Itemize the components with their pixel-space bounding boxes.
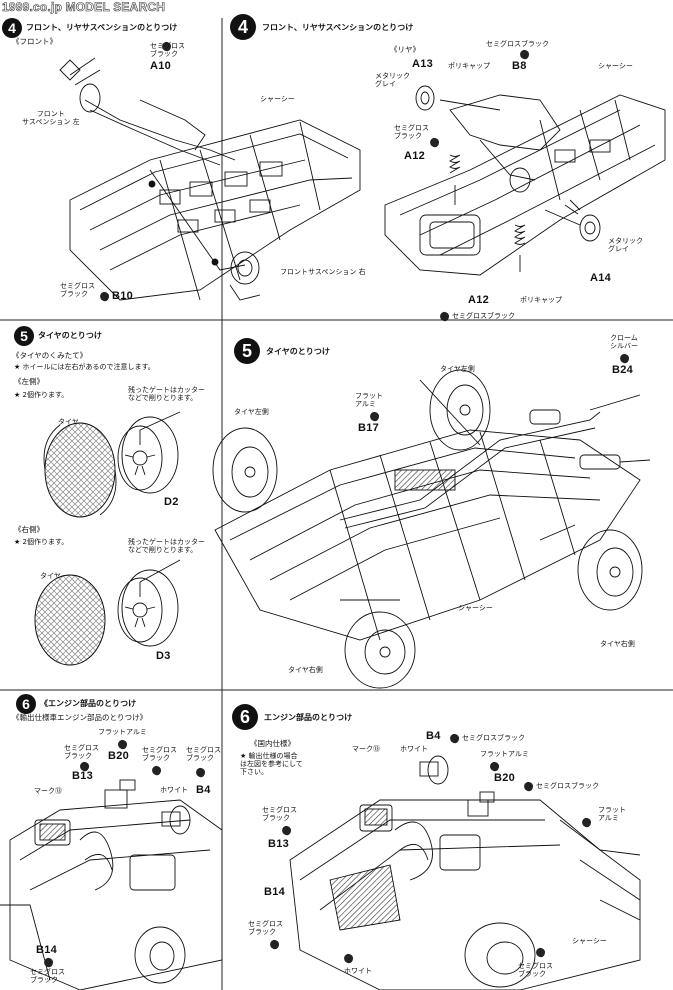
- tire-label-1: タイヤ: [58, 418, 79, 426]
- part-a12-bottom: A12: [468, 294, 490, 306]
- part-d2: D2: [164, 496, 179, 508]
- paint-semi-gloss-black-b4: セミグロスブラック: [462, 734, 525, 742]
- watermark-logo: 1999.co.jp MODEL SEARCH: [2, 0, 166, 14]
- part-b20-export: B20: [108, 750, 130, 762]
- polycap-bottom-label: ポリキャップ: [520, 296, 562, 304]
- paint-semi-gloss-black-3: セミグロス ブラック: [186, 746, 221, 762]
- right-qty-note: ★ 2個作ります。: [14, 538, 69, 546]
- step-4-rear-title: フロント、リヤサスペンションのとりつけ: [262, 23, 414, 32]
- left-qty-note: ★ 2個作ります。: [14, 391, 69, 399]
- front-susp-right-label: フロントサスペンション 右: [280, 268, 366, 276]
- chassis-label-rear: シャーシー: [598, 62, 633, 70]
- rear-chassis-drawing: [384, 85, 666, 276]
- paint-semi-gloss-black-b14: セミグロス ブラック: [248, 920, 283, 936]
- chassis-label-step6: シャーシー: [572, 937, 607, 945]
- part-b4-domestic: B4: [426, 730, 441, 742]
- rear-section-label: 《リヤ》: [390, 45, 420, 54]
- export-reference-note: ★ 輸出仕様の場合 は左図を参考にして 下さい。: [240, 752, 303, 776]
- paint-semi-gloss-black-bottom: セミグロス ブラック: [518, 962, 553, 978]
- step-4-front-number: 4: [2, 18, 22, 38]
- step-6-left-number: 6: [16, 694, 36, 714]
- step-6-right-title: エンジン部品のとりつけ: [264, 713, 353, 722]
- part-b10: B10: [112, 290, 134, 302]
- part-b8: B8: [512, 60, 527, 72]
- chassis-with-wheels-drawing: [212, 369, 651, 689]
- paint-semi-gloss-black-top: セミグロス ブラック: [150, 42, 185, 58]
- part-a14: A14: [590, 272, 612, 284]
- tire-right-front-label: タイヤ右側: [288, 666, 323, 674]
- paint-flat-aluminum: フラット アルミ: [355, 392, 383, 408]
- front-chassis-drawing: [59, 57, 361, 301]
- step-6-left-title: 《エンジン部品のとりつけ: [40, 699, 137, 708]
- gate-note-1: 残ったゲートはカッター などで削りとります。: [128, 386, 205, 402]
- part-b13-domestic: B13: [268, 838, 290, 850]
- gate-note-2: 残ったゲートはカッター などで削りとります。: [128, 538, 205, 554]
- export-engine-section: 《輸出仕様車エンジン部品のとりつけ》: [12, 713, 148, 722]
- step-5-right-number: 5: [234, 338, 260, 364]
- paint-semi-gloss-black-1: セミグロス ブラック: [64, 744, 99, 760]
- paint-semi-gloss-black-rear-bottom: セミグロスブラック: [452, 312, 515, 320]
- step-6-right-number: 6: [232, 704, 258, 730]
- part-b20-domestic: B20: [494, 772, 516, 784]
- paint-flat-aluminum-2: フラット アルミ: [598, 806, 626, 822]
- step-4-rear-number: 4: [230, 14, 256, 40]
- wheel-note: ★ ホイールには左右があるので注意します。: [14, 363, 155, 371]
- front-section-label: 《フロント》: [12, 37, 57, 46]
- part-b14-export: B14: [36, 944, 58, 956]
- step-5-right-title: タイヤのとりつけ: [266, 347, 330, 356]
- part-b24: B24: [612, 364, 634, 376]
- paint-white-export: ホワイト: [160, 786, 188, 794]
- step-5-left-number: 5: [14, 326, 34, 346]
- paint-semi-gloss-black-2: セミグロス ブラック: [142, 746, 177, 762]
- paint-semi-gloss-black-b13: セミグロス ブラック: [262, 806, 297, 822]
- tire-label-2: タイヤ: [40, 572, 61, 580]
- domestic-section: 《国内仕様》: [250, 739, 295, 748]
- paint-semi-gloss-black-b8: セミグロスブラック: [486, 40, 549, 48]
- part-a12-top: A12: [404, 150, 426, 162]
- tire-left-top-label: タイヤ左側: [440, 365, 475, 373]
- paint-white-top: ホワイト: [400, 745, 428, 753]
- paint-semi-gloss-black-4: セミグロス ブラック: [30, 968, 65, 984]
- part-b17: B17: [358, 422, 380, 434]
- paint-metallic-gray-right: メタリック グレイ: [608, 237, 643, 253]
- paint-semi-gloss-black-b20: セミグロスブラック: [536, 782, 599, 790]
- engine-export-drawing: [0, 779, 223, 990]
- paint-flat-aluminum-1: フラットアルミ: [480, 750, 529, 758]
- step-4-front-title: フロント、リヤサスペンションのとりつけ: [26, 23, 178, 32]
- mark-13-domestic: マーク⑬: [352, 745, 380, 753]
- part-b14-domestic: B14: [264, 886, 286, 898]
- paint-white-bottom: ホワイト: [344, 967, 372, 975]
- engine-domestic-drawing: [289, 755, 641, 990]
- part-a13: A13: [412, 58, 434, 70]
- part-b13-export: B13: [72, 770, 94, 782]
- right-side-label: 《右側》: [14, 525, 44, 534]
- chassis-label-front: シャーシー: [260, 95, 295, 103]
- tire-right-back-label: タイヤ右側: [600, 640, 635, 648]
- chassis-label-step5: シャーシー: [458, 604, 493, 612]
- polycap-top-label: ポリキャップ: [448, 62, 490, 70]
- paint-metallic-gray-left: メタリック グレイ: [375, 72, 410, 88]
- front-susp-left-label: フロント サスペンション 左: [22, 110, 80, 126]
- step-5-left-title: タイヤのとりつけ: [38, 331, 102, 340]
- mark-13-label: マーク⑬: [34, 787, 62, 795]
- paint-chrome-silver: クローム シルバー: [610, 334, 638, 350]
- paint-semi-gloss-black-bottom: セミグロス ブラック: [60, 282, 95, 298]
- left-side-label: 《左側》: [14, 377, 44, 386]
- tire-assembly-drawing: [34, 411, 181, 666]
- paint-semi-gloss-black-a12: セミグロス ブラック: [394, 124, 429, 140]
- paint-flat-aluminum-export: フラットアルミ: [98, 728, 147, 736]
- tire-assembly-section: 《タイヤのくみたて》: [12, 351, 88, 360]
- tire-left-side-label: タイヤ左側: [234, 408, 269, 416]
- part-d3: D3: [156, 650, 171, 662]
- part-b4-export: B4: [196, 784, 211, 796]
- part-a10: A10: [150, 60, 172, 72]
